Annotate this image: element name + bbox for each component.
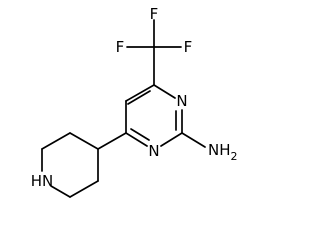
bond-piperidine-c4-c3	[69, 132, 99, 150]
bond-piperidine-n1-c6	[50, 185, 71, 198]
bond-c6-c5	[125, 84, 155, 102]
bond-c6-c5-inner	[127, 90, 151, 105]
piperidine-ring: HN	[31, 132, 127, 198]
pyrimidine-ring: N N	[125, 84, 188, 160]
molecule-structure: F F F N N NH2 HN	[31, 5, 238, 198]
fluorine-left-label: F	[116, 38, 125, 56]
bond-n1-c6	[153, 84, 176, 99]
piperidine-nitrogen-label: HN	[31, 172, 54, 190]
amine-label: NH2	[208, 141, 238, 163]
bond-c4-piperidine	[97, 132, 127, 150]
ring-nitrogen-top-label: N	[176, 92, 187, 110]
ring-nitrogen-bottom-label: N	[148, 142, 159, 160]
bond-c2-amine	[181, 132, 206, 148]
bond-c4-n3	[125, 132, 148, 147]
bond-piperidine-c3-c2	[41, 132, 71, 150]
bond-piperidine-c6-c5	[69, 180, 99, 198]
trifluoromethyl-group: F F F	[116, 5, 193, 86]
fluorine-right-label: F	[184, 38, 193, 56]
fluorine-bottom-label: F	[150, 5, 159, 23]
bond-n3-c2	[160, 132, 183, 147]
amine-group: NH2	[181, 132, 238, 163]
bond-c4-n3-inner	[130, 128, 150, 141]
